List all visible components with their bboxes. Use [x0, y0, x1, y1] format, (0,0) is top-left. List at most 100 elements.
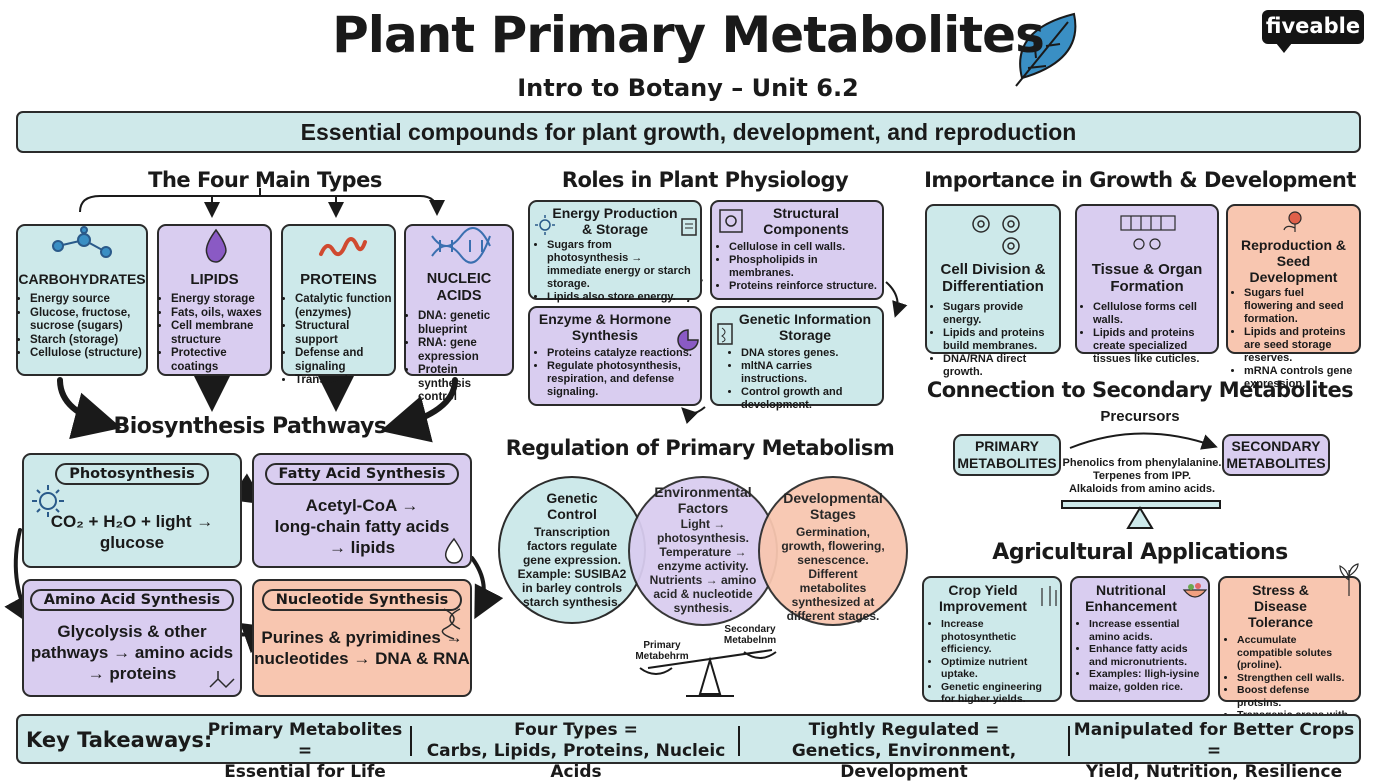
list-item: Fats, oils, waxes — [171, 307, 270, 321]
regulation-heading: Regulation of Primary Metabolism — [505, 436, 895, 460]
fatty-acid-box: Fatty Acid Synthesis Acetyl-CoA → long-c… — [252, 453, 472, 568]
cell-wall-icon — [719, 209, 743, 233]
list-item: Protein synthesis control — [418, 364, 512, 405]
card-title: NUCLEIC ACIDS — [426, 271, 492, 304]
page-subtitle: Intro to Botany – Unit 6.2 — [517, 74, 859, 102]
takeaway-line: Yield, Nutrition, Resilience — [1085, 762, 1343, 782]
photosynthesis-box: Photosynthesis CO₂ + H₂O + light → gluco… — [22, 453, 242, 568]
card-title: LIPIDS — [190, 271, 239, 288]
list-item: Lipids and proteins build membranes. — [943, 327, 1055, 353]
list-item: mltNA carries instructions. — [741, 360, 877, 386]
divider — [1068, 726, 1070, 756]
genetic-control-circle: Genetic Control Transcription factors re… — [498, 476, 646, 624]
divider — [738, 726, 740, 756]
amino-acid-line2: pathways → amino acids — [30, 643, 234, 662]
agri-heading: Agricultural Applications — [992, 540, 1288, 565]
fatty-acid-line3: → lipids — [328, 538, 396, 557]
list-item: Enhance fatty acids and micronutrients. — [1089, 643, 1203, 668]
list-item: DNA stores genes. — [741, 347, 877, 360]
precursor-list: Phenolics from phenylalanine. Terpenes f… — [1060, 457, 1224, 496]
circle-text: Light → photosynthesis. Temperature → en… — [649, 517, 757, 615]
precursor-line: Phenolics from phenylalanine. — [1062, 457, 1222, 469]
agri-title: Stress & Disease Tolerance — [1247, 582, 1314, 630]
biosynthesis-heading: Biosynthesis Pathways — [113, 414, 388, 439]
list-item: Protective coatings — [171, 347, 270, 374]
growth-heading: Importance in Growth & Development — [924, 168, 1356, 192]
takeaway-4: Manipulated for Better Crops = Yield, Nu… — [1072, 720, 1356, 783]
crop-icon — [1041, 586, 1057, 606]
role-energy: Energy Production & Storage Sugars from … — [528, 200, 702, 303]
role-title: Enzyme & Hormone Synthesis — [538, 311, 672, 343]
takeaway-line: Tightly Regulated = — [808, 720, 1000, 740]
cell-division-icon — [972, 215, 1020, 255]
fatty-acid-line2: long-chain fatty acids — [274, 517, 450, 536]
four-types-heading: The Four Main Types — [148, 168, 382, 192]
list-item: Genetic engineering for higher yields. — [941, 681, 1055, 706]
primary-metabolites-box: PRIMARY METABOLITES — [953, 434, 1061, 476]
takeaway-line: Essential for Life — [224, 762, 386, 782]
list-item: DNA: genetic blueprint — [418, 310, 512, 337]
list-item: Cellulose (structure) — [30, 347, 146, 361]
agri-stress: Stress & Disease Tolerance Accumulate co… — [1218, 563, 1361, 734]
list-item: RNA: gene expression — [418, 337, 512, 364]
role-title: Structural Components — [763, 205, 849, 237]
secondary-metabolites-box: SECONDARY METABOLITES — [1222, 434, 1330, 476]
agri-title: Nutritional Enhancement — [1085, 582, 1177, 614]
takeaway-3: Tightly Regulated = Genetics, Environmen… — [742, 720, 1066, 783]
list-item: Increase essential amino acids. — [1089, 618, 1203, 643]
circle-title: Developmental Stages — [783, 490, 883, 522]
divider — [410, 726, 412, 756]
growth-tissue-organ: Tissue & Organ Formation Cellulose forms… — [1075, 204, 1219, 365]
role-enzyme: Enzyme & Hormone Synthesis Proteins cata… — [528, 306, 702, 406]
secondary-heading: Connection to Secondary Metabolites — [926, 378, 1354, 402]
takeaway-line: Manipulated for Better Crops = — [1073, 720, 1355, 761]
fiveable-logo[interactable]: fiveable — [1262, 10, 1364, 53]
circle-text: Transcription factors regulate gene expr… — [517, 525, 627, 609]
growth-cell-division: Cell Division & Differentiation Sugars p… — [925, 204, 1061, 378]
nucleotide-line1: Purines & pyrimidines → — [261, 628, 463, 647]
takeaway-line: Genetics, Environment, Development — [791, 741, 1017, 782]
list-item: Proteins reinforce structure. — [729, 280, 877, 293]
precursors-label: Precursors — [1100, 408, 1180, 425]
amino-acid-tag: Amino Acid Synthesis — [29, 589, 235, 611]
droplet-icon — [205, 228, 227, 263]
tissue-icon — [1120, 215, 1176, 250]
growth-title: Cell Division & Differentiation — [940, 261, 1046, 295]
protein-chain-icon — [319, 237, 367, 257]
droplet-icon — [444, 537, 464, 564]
page-title: Plant Primary Metabolites — [332, 6, 1045, 64]
amino-structure-icon — [209, 671, 235, 689]
list-item: Starch (storage) — [30, 334, 146, 348]
battery-icon — [681, 218, 697, 236]
agri-nutritional: Nutritional Enhancement Increase essenti… — [1070, 576, 1210, 702]
list-item: Control growth and development. — [741, 386, 877, 412]
agri-crop-yield: Crop Yield Improvement Increase photosyn… — [922, 576, 1062, 705]
list-item: Lipids and proteins create specialized t… — [1093, 327, 1213, 366]
list-item: Structural support — [295, 320, 394, 347]
list-item: Lipids also store energy. — [547, 291, 695, 304]
list-item: Sugars fuel flowering and seed formation… — [1244, 287, 1355, 326]
dna-icon — [431, 227, 491, 264]
developmental-stages-circle: Developmental Stages Germination, growth… — [758, 476, 908, 626]
flower-icon — [1283, 211, 1302, 232]
list-item: Sugars from photosynthesis → immediate e… — [547, 239, 695, 291]
list-item: Proteins catalyze reactions. — [547, 347, 695, 360]
list-item: Cellulose in cell walls. — [729, 241, 877, 254]
list-item: Increase photosynthetic efficiency. — [941, 618, 1055, 656]
list-item: DNA/RNA direct growth. — [943, 353, 1055, 379]
list-item: Regulate photosynthesis, respiration, an… — [547, 360, 695, 399]
photosynthesis-tag: Photosynthesis — [55, 463, 209, 485]
card-nucleic-acids: NUCLEIC ACIDS DNA: genetic blueprint RNA… — [404, 224, 514, 403]
roles-heading: Roles in Plant Physiology — [561, 168, 849, 192]
role-structural: Structural Components Cellulose in cell … — [710, 200, 884, 300]
amino-acid-line3: → proteins — [87, 664, 177, 683]
photosynthesis-equation: CO₂ + H₂O + light → glucose — [50, 512, 214, 552]
takeaway-1: Primary Metabolites = Essential for Life — [198, 720, 412, 783]
list-item: Optimize nutrient uptake. — [941, 656, 1055, 681]
card-title: CARBOHYDRATES — [18, 271, 146, 287]
list-item: Catalytic function (enzymes) — [295, 293, 394, 320]
takeaway-line: Four Types = — [514, 720, 638, 740]
banner: Essential compounds for plant growth, de… — [16, 111, 1361, 153]
growth-title: Tissue & Organ Formation — [1091, 261, 1203, 295]
molecule-icon — [52, 226, 112, 258]
